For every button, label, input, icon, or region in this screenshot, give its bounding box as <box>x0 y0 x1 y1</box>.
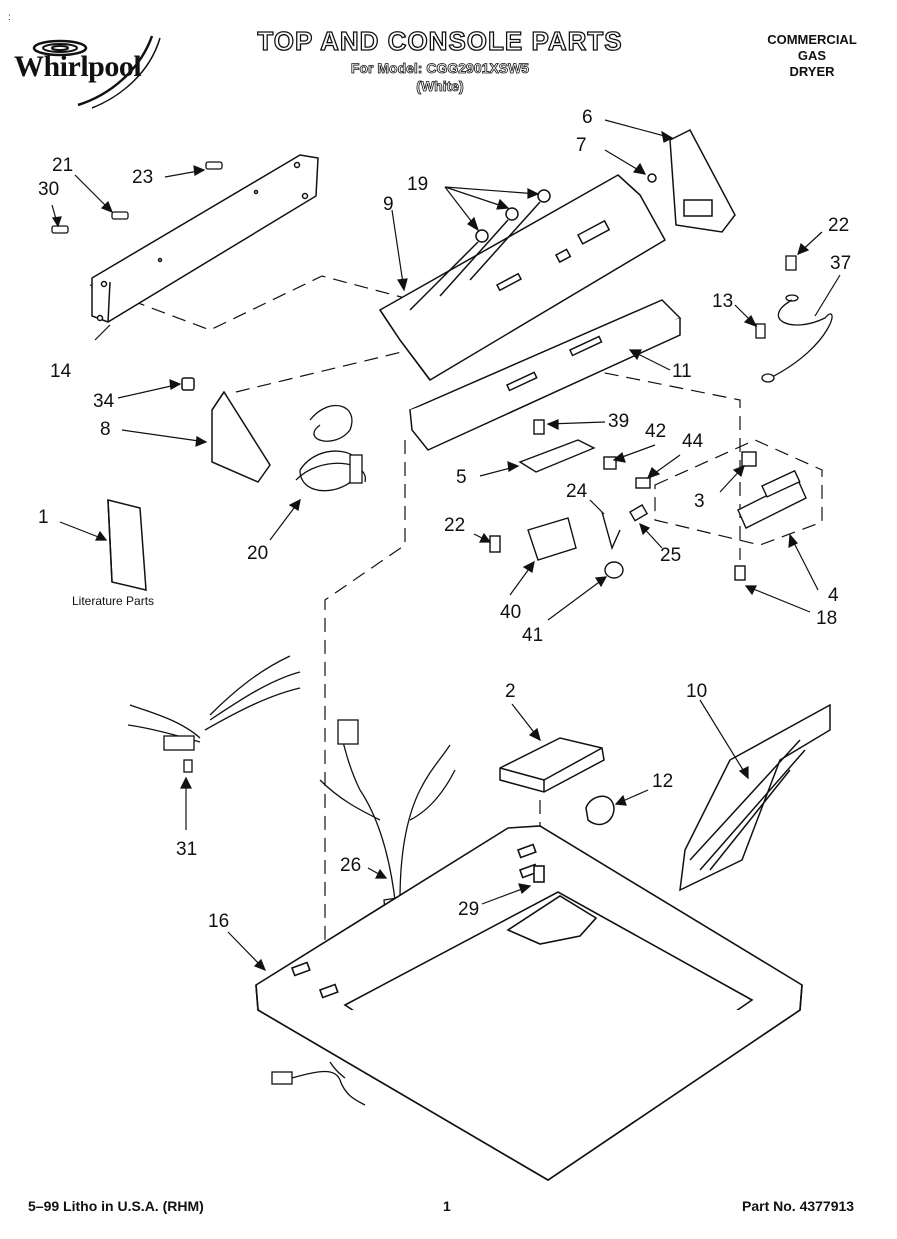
callout-23: 23 <box>132 167 154 188</box>
callout-31: 31 <box>176 839 198 860</box>
literature-parts-label: Literature Parts <box>72 594 155 608</box>
callout-3: 3 <box>694 491 705 512</box>
part-2-access-cover <box>499 737 605 793</box>
part-19-knobs <box>409 189 551 311</box>
callout-24: 24 <box>566 481 588 502</box>
brand-logo-text: Whirlpool <box>14 50 142 83</box>
callout-41: 41 <box>522 625 544 646</box>
part-31-wire-harness <box>127 655 301 773</box>
callout-8: 8 <box>100 419 111 440</box>
variant-line: (White) <box>416 78 464 95</box>
callout-22-mid: 22 <box>444 515 466 536</box>
part-37-ground-wire <box>755 255 833 383</box>
parts-switch-assembly <box>734 451 807 581</box>
callout-11: 11 <box>672 361 692 382</box>
part-11-console-rail <box>408 299 682 451</box>
part-10-lint-grille <box>679 703 831 892</box>
callout-5: 5 <box>456 467 467 488</box>
callout-34: 34 <box>93 391 115 412</box>
part-9-console-body <box>378 174 667 381</box>
callout-9: 9 <box>383 194 394 215</box>
callout-20: 20 <box>247 543 269 564</box>
callout-10: 10 <box>686 681 708 702</box>
model-line: For Model: CGG2901XSW5 <box>350 60 530 77</box>
part-16-dryer-top <box>255 825 803 1181</box>
category-line-2: GAS <box>797 48 827 63</box>
callout-18: 18 <box>816 608 838 629</box>
corner-mark: : <box>8 12 11 23</box>
part-20-wire-harness <box>295 404 366 492</box>
callout-44: 44 <box>682 431 704 452</box>
callout-25: 25 <box>660 545 682 566</box>
parts-valve-assembly <box>489 419 651 579</box>
whirlpool-logo-swirl-icon <box>32 35 161 109</box>
callout-13: 13 <box>712 291 734 312</box>
callout-12: 12 <box>652 771 674 792</box>
callout-40: 40 <box>500 602 522 623</box>
page-title: TOP AND CONSOLE PARTS <box>257 25 623 56</box>
footer-page-number: 1 <box>443 1198 451 1214</box>
callout-42: 42 <box>645 421 667 442</box>
callout-21: 21 <box>52 155 74 176</box>
callout-7: 7 <box>576 135 587 156</box>
part-12-seal <box>585 795 615 826</box>
footer-litho: 5–99 Litho in U.S.A. (RHM) <box>28 1198 204 1214</box>
category-line-1: COMMERCIAL <box>767 32 857 47</box>
part-8-side-cap <box>181 377 271 483</box>
power-cord <box>271 1061 366 1106</box>
part-6-end-cap <box>647 129 736 233</box>
category-line-3: DRYER <box>789 64 835 79</box>
callout-30: 30 <box>38 179 60 200</box>
callout-26: 26 <box>340 855 362 876</box>
part-1-literature <box>107 499 147 591</box>
part-14-console-back-panel <box>91 154 319 323</box>
callout-6: 6 <box>582 107 593 128</box>
callout-4: 4 <box>828 585 839 606</box>
callout-2: 2 <box>505 681 516 702</box>
footer-part-number: Part No. 4377913 <box>742 1198 855 1214</box>
screws-21-23-30 <box>51 161 223 234</box>
callout-1: 1 <box>38 507 49 528</box>
callout-16: 16 <box>208 911 230 932</box>
callout-19: 19 <box>407 174 429 195</box>
leader-arrows <box>51 119 841 972</box>
callout-29: 29 <box>458 899 480 920</box>
callout-37: 37 <box>830 253 852 274</box>
callout-39: 39 <box>608 411 630 432</box>
callout-22-top: 22 <box>828 215 850 236</box>
callout-14: 14 <box>50 361 72 382</box>
